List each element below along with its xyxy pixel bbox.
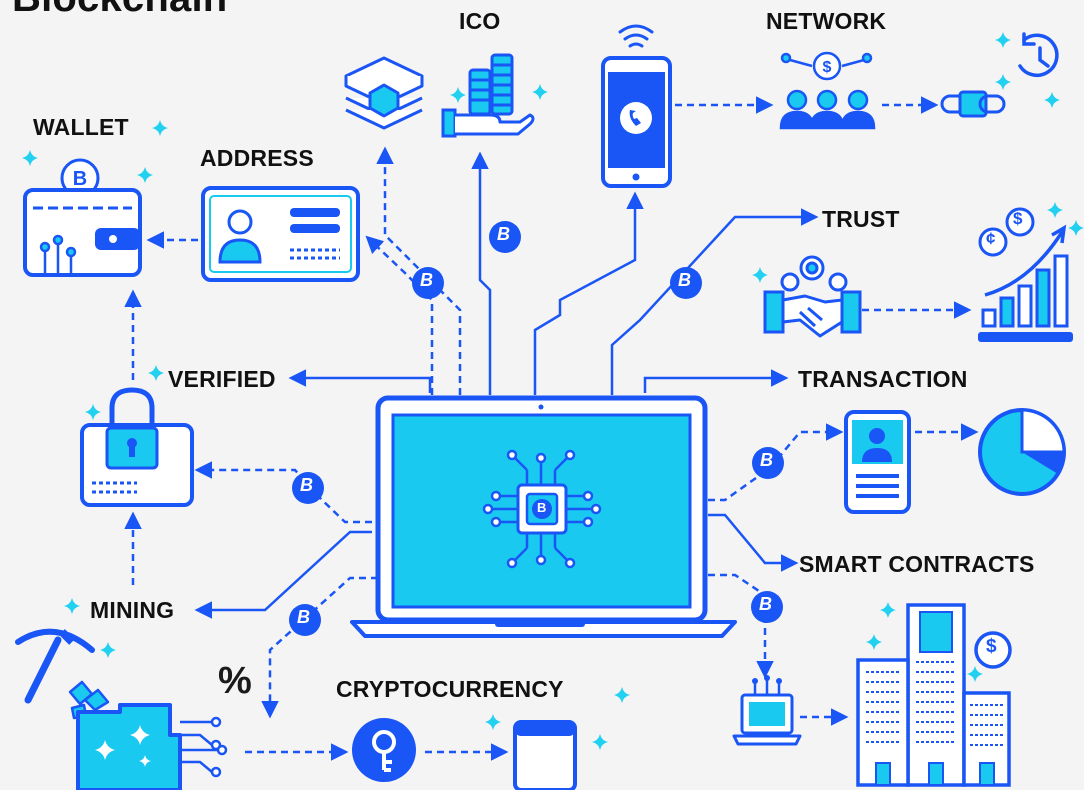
chip-bitcoin-icon (532, 499, 552, 519)
growth-chart-icon (978, 207, 1073, 342)
bitcoin-symbol: B (300, 475, 314, 495)
bitcoin-badge-icon (752, 447, 784, 479)
connector-trust (610, 208, 819, 395)
bitcoin-symbol: B (420, 270, 434, 290)
bitcoin-badge-icon (489, 221, 521, 253)
label-address: ADDRESS (200, 145, 314, 171)
dollar-coin-icon: $ (823, 59, 832, 76)
cent-symbol: ¢ (986, 229, 996, 248)
buildings-icon (856, 603, 1012, 787)
bitcoin-badge-icon (670, 267, 702, 299)
circuit-block-icon (76, 703, 228, 790)
label-network: NETWORK (766, 8, 887, 34)
label-mining: MINING (90, 597, 175, 623)
percent-symbol: % (218, 660, 252, 702)
bitcoin-symbol: B (678, 270, 692, 290)
connector-mining (194, 530, 372, 619)
handshake-icon (763, 255, 862, 338)
connector-small-laptop (708, 573, 774, 679)
id-card-icon (201, 186, 360, 282)
chain-icon (940, 90, 1006, 118)
dollar-symbol: $ (986, 636, 997, 657)
connector-verified (288, 369, 432, 393)
bitcoin-badges (289, 221, 784, 636)
small-laptop-icon (732, 675, 802, 746)
connector-transaction (643, 369, 789, 393)
wallet-icon: B (23, 158, 142, 277)
server-stack-icon (344, 56, 424, 130)
label-verified: VERIFIED (168, 366, 276, 392)
network-people-icon (779, 51, 876, 130)
bitcoin-symbol: B (759, 594, 773, 614)
svg-text:B: B (73, 168, 87, 190)
connector-percent (261, 576, 378, 719)
label-trust: TRUST (822, 206, 900, 232)
pickaxe-icon (15, 628, 110, 720)
browser-window-icon (513, 720, 577, 790)
connector-ico (471, 151, 492, 395)
svg-text:$: $ (823, 59, 832, 76)
coins-hand-icon (441, 53, 535, 138)
clock-icon (1018, 32, 1059, 77)
page-title: Blockchain (12, 0, 227, 21)
connector-lock (194, 461, 372, 524)
padlock-card-icon (80, 387, 194, 507)
key-icon (352, 718, 416, 782)
label-transaction: TRANSACTION (798, 366, 968, 392)
bitcoin-symbol: B (297, 607, 311, 627)
label-cryptocurrency: CRYPTOCURRENCY (336, 676, 564, 702)
bitcoin-badge-icon (751, 591, 783, 623)
bitcoin-symbol: B (497, 224, 511, 244)
chip-bitcoin-symbol: B (537, 500, 547, 515)
bitcoin-badge-icon (412, 267, 444, 299)
dollar-symbol: $ (1013, 209, 1023, 228)
connector-address (365, 235, 434, 395)
label-wallet: WALLET (33, 114, 129, 140)
bitcoin-badge-icon (292, 472, 324, 504)
connector-smart (708, 513, 799, 572)
phone-profile-icon (844, 410, 911, 514)
wifi-icon (618, 24, 654, 48)
smartphone-icon (601, 56, 672, 188)
label-smart-contracts: SMART CONTRACTS (799, 551, 1035, 577)
pie-chart-icon (978, 408, 1066, 496)
label-ico: ICO (459, 8, 501, 34)
bitcoin-badge-icon (289, 604, 321, 636)
connector-phone (533, 191, 644, 395)
bitcoin-symbol: B (760, 450, 774, 470)
